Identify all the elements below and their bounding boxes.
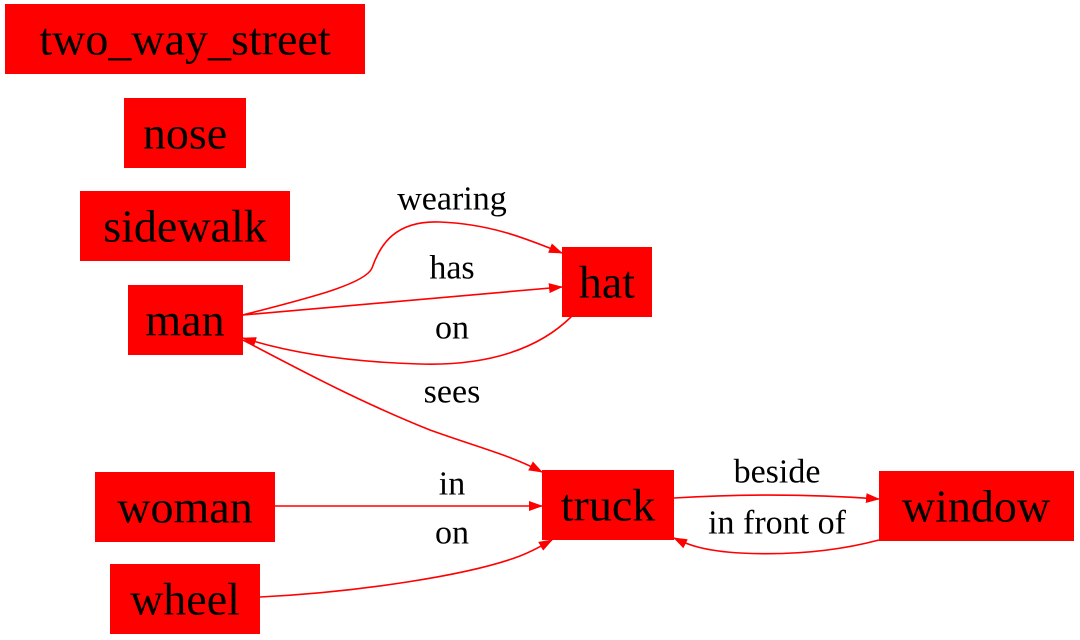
node-sidewalk: sidewalk [80,191,290,261]
node-man: man [128,285,243,355]
node-label-two-way-street: two_way_street [39,14,330,65]
edge-wheel-on-truck: on [259,515,553,598]
node-hat: hat [562,247,652,317]
node-label-man: man [145,295,224,346]
edge-line-on-wheel-truck [259,539,553,598]
node-label-woman: woman [117,482,252,533]
edge-man-has-hat: has [242,250,563,316]
node-label-truck: truck [561,480,656,531]
edge-label-on-wheel: on [435,515,469,552]
edge-line-beside [673,493,880,504]
node-label-window: window [902,481,1051,532]
node-wheel: wheel [110,564,260,634]
edge-line-in-front-of [673,537,880,555]
edge-man-sees-truck: sees [242,339,543,473]
edge-label-beside: beside [734,454,821,491]
node-label-sidewalk: sidewalk [103,201,267,252]
node-window: window [879,471,1074,541]
node-nose: nose [124,98,246,168]
node-two-way-street: two_way_street [5,4,365,74]
edge-line-sees [242,339,543,473]
edge-truck-beside-window: beside [673,454,880,504]
edge-line-on-hat-man [242,315,573,365]
edge-line-has [242,283,563,316]
edge-line-wearing [242,221,563,316]
edge-label-on-hat: on [435,310,469,347]
edge-man-wearing-hat: wearing [242,181,563,316]
edge-label-wearing: wearing [397,181,507,218]
edge-window-in-front-of-truck: in front of [673,505,880,555]
edge-label-in: in [439,466,465,503]
edge-label-has: has [429,250,474,287]
edge-woman-in-truck: in [274,466,543,511]
edges-group: wearing has on sees in on beside in fro [242,181,880,598]
edge-label-in-front-of: in front of [708,505,847,542]
node-woman: woman [95,472,275,542]
node-label-wheel: wheel [130,574,240,625]
nodes-group: two_way_street nose sidewalk man hat wom… [5,4,1074,634]
node-truck: truck [542,470,674,540]
edge-label-sees: sees [424,374,481,411]
edge-hat-on-man: on [242,310,573,365]
node-label-hat: hat [579,257,635,308]
node-label-nose: nose [143,108,227,159]
